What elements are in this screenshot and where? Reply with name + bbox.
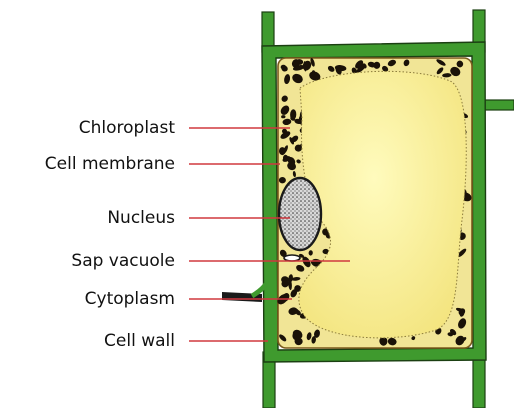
cytoplasm-label: Cytoplasm	[85, 289, 175, 309]
nucleus-label: Nucleus	[107, 208, 175, 228]
sap-vacuole-label: Sap vacuole	[71, 251, 175, 271]
nucleus-bottom-blob	[284, 255, 300, 261]
cell-membrane-label: Cell membrane	[45, 154, 175, 174]
sap-vacuole	[299, 71, 466, 338]
chloroplast-label: Chloroplast	[79, 118, 175, 138]
nucleus	[279, 178, 321, 250]
cell-wall-label: Cell wall	[104, 331, 175, 351]
